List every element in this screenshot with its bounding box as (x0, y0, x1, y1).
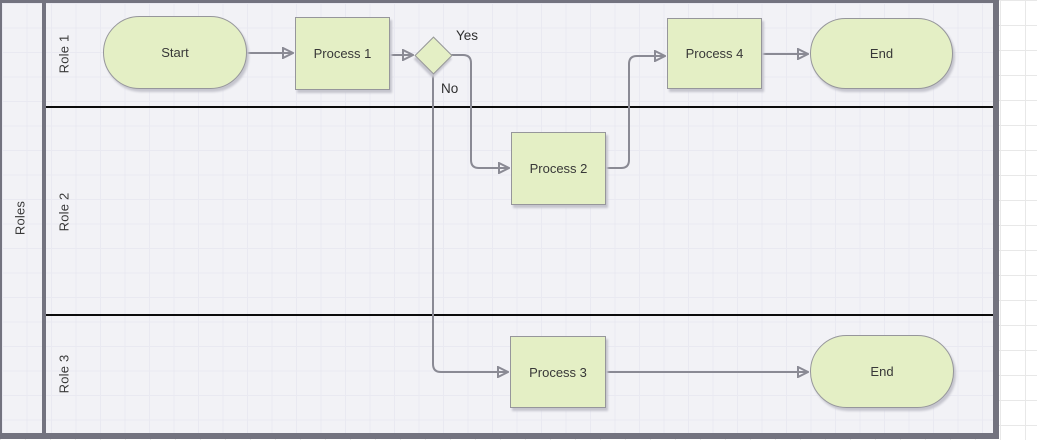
lane-label-role-1: Role 1 (56, 34, 72, 74)
node-process2-label: Process 2 (529, 161, 588, 176)
node-process1[interactable]: Process 1 (295, 17, 390, 90)
node-end-role3-label: End (870, 364, 894, 379)
node-end-role1-label: End (869, 46, 894, 61)
node-process1-label: Process 1 (313, 46, 372, 61)
lane-divider-1 (46, 106, 993, 108)
node-process2[interactable]: Process 2 (511, 132, 606, 205)
node-end-role3[interactable]: End (810, 335, 954, 408)
lane-label-role-2: Role 2 (56, 192, 72, 232)
node-process3-label: Process 3 (529, 364, 587, 380)
node-process4-label: Process 4 (685, 46, 744, 61)
edge-label-no[interactable]: No (441, 81, 459, 96)
node-process3[interactable]: Process 3 (510, 336, 606, 408)
lane-divider-2 (46, 314, 993, 316)
node-start[interactable]: Start (103, 16, 247, 89)
node-end-role1[interactable]: End (810, 18, 953, 89)
edge-label-yes[interactable]: Yes (456, 28, 479, 43)
lane-label-role-3: Role 3 (56, 354, 72, 394)
node-process4[interactable]: Process 4 (667, 18, 762, 89)
pool-title: Roles (12, 200, 28, 236)
pool-title-divider (42, 3, 46, 433)
node-start-label: Start (161, 45, 189, 60)
